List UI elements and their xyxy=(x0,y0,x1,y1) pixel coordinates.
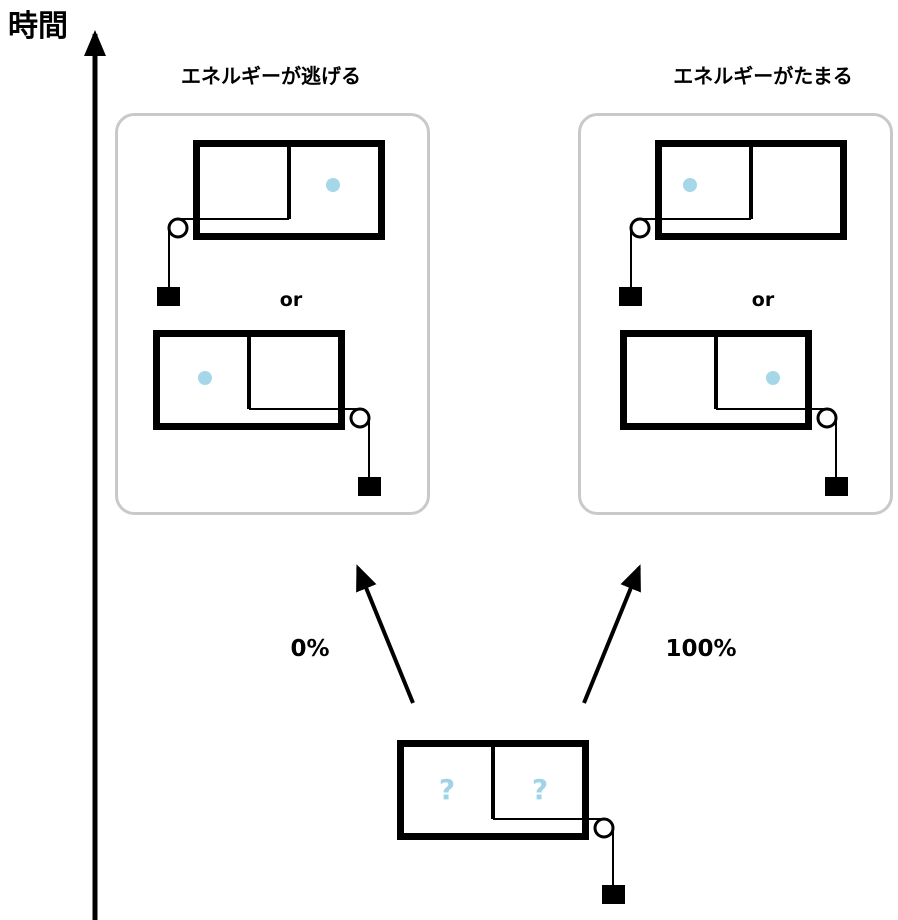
weight-icon xyxy=(619,287,642,306)
probability-label-right: 100% xyxy=(665,636,737,662)
particle-dot xyxy=(198,371,212,385)
engine-initial xyxy=(397,740,625,904)
engine-store-top xyxy=(619,140,847,306)
left-outcome-panel xyxy=(115,113,430,515)
pulley-icon xyxy=(816,407,838,429)
probability-arrow-right xyxy=(582,564,641,704)
weight-icon xyxy=(157,287,180,306)
pulley-icon xyxy=(349,407,371,429)
weight-icon xyxy=(825,477,848,496)
probability-label-left: 0% xyxy=(290,636,330,662)
unknown-mark-right: ? xyxy=(531,773,549,806)
pulley-icon xyxy=(167,217,189,239)
particle-dot xyxy=(326,178,340,192)
or-label-left: or xyxy=(279,289,303,311)
right-outcome-panel xyxy=(578,113,893,515)
particle-dot xyxy=(766,371,780,385)
particle-dot xyxy=(683,178,697,192)
weight-icon xyxy=(358,477,381,496)
engine-escape-top xyxy=(157,140,385,306)
pulley-icon xyxy=(593,817,615,839)
probability-arrow-left xyxy=(356,564,415,704)
engine-escape-bottom xyxy=(153,330,381,496)
left-panel-title: エネルギーが逃げる xyxy=(181,64,361,88)
weight-icon xyxy=(602,885,625,904)
right-panel-title: エネルギーがたまる xyxy=(673,64,853,88)
unknown-mark-left: ? xyxy=(438,773,456,806)
or-label-right: or xyxy=(751,289,775,311)
pulley-icon xyxy=(629,217,651,239)
time-axis-label: 時間 xyxy=(8,9,68,44)
engine-store-bottom xyxy=(620,330,848,496)
